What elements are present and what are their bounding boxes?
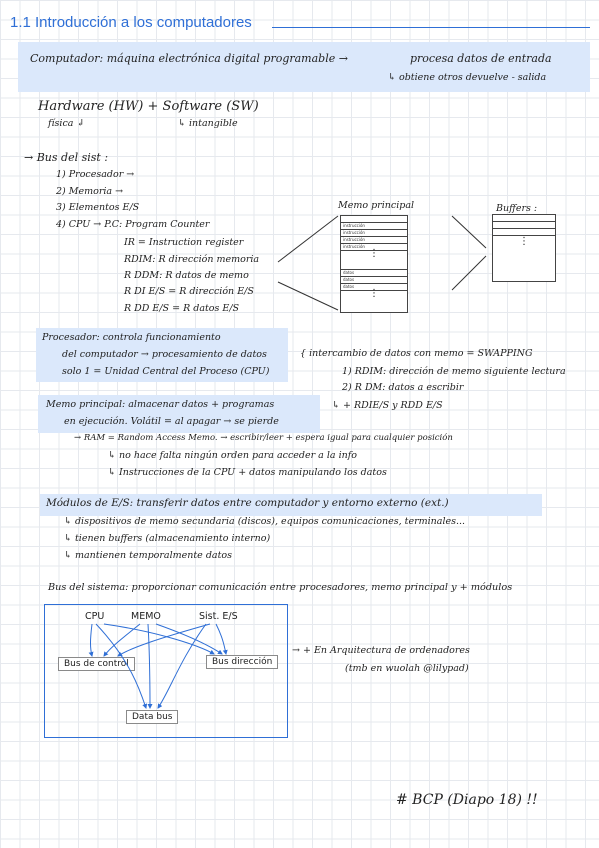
memo-principal-highlight (38, 395, 320, 433)
procesador-highlight (36, 328, 288, 382)
memo-table: instrucción instrucción instrucción inst… (340, 215, 408, 313)
intercambio-item: 2) R DM: datos a escribir (342, 382, 464, 393)
procesador-line2: del computador → procesamiento de datos (62, 349, 267, 360)
memo-row: instrucción (343, 223, 365, 228)
ram-sub-2: ↳ Instrucciones de la CPU + datos manipu… (108, 467, 387, 478)
bus-title: → Bus del sist : (24, 151, 109, 164)
register-rddes: R DD E/S = R datos E/S (124, 303, 240, 314)
cpu-label: CPU (85, 611, 105, 622)
data-bus-box: Data bus (126, 710, 179, 724)
bus-item-1: 1) Procesador → (56, 169, 135, 180)
bus-item-2: 2) Memoria → (56, 186, 124, 197)
procesador-line3: solo 1 = Unidad Central del Proceso (CPU… (62, 366, 270, 377)
memo-row: datos (343, 270, 355, 275)
sw-intangible: ↳ intangible (178, 118, 238, 129)
memo-label: MEMO (131, 611, 161, 622)
intercambio-title: { intercambio de datos con memo = SWAPPI… (300, 348, 533, 359)
memo-ellipsis: ⋮ (369, 288, 379, 299)
memo-principal-line2: en ejecución. Volátil = al apagar → se p… (64, 416, 279, 427)
title-underline (272, 27, 590, 28)
bus-item-3: 3) Elementos E/S (56, 202, 140, 213)
register-ir: IR = Instruction register (124, 237, 244, 248)
memo-principal-label: Memo principal (338, 200, 415, 211)
buffer-table: ⋮ (492, 214, 556, 282)
memo-row: instrucción (343, 244, 365, 249)
bus-sistema-text: Bus del sistema: proporcionar comunicaci… (48, 582, 513, 593)
buffers-label: Buffers : (496, 203, 538, 214)
definition-highlight (18, 42, 590, 92)
intercambio-item: ↳ + RDIE/S y RDD E/S (332, 400, 443, 411)
buffer-ellipsis: ⋮ (519, 236, 529, 247)
bus-diagram-frame (44, 604, 288, 738)
memo-ellipsis: ⋮ (369, 248, 379, 259)
bus-item-4: 4) CPU → P.C: Program Counter (56, 219, 210, 230)
definition-line2: ↳ obtiene otros devuelve - salida (388, 72, 547, 83)
modulos-item: ↳ tienen buffers (almacenamiento interno… (64, 533, 271, 544)
memo-row: instrucción (343, 237, 365, 242)
memo-row: datos (343, 277, 355, 282)
modulos-item: ↳ mantienen temporalmente datos (64, 550, 232, 561)
register-rdim: RDIM: R dirección memoria (124, 254, 260, 265)
definition-label: Computador: máquina electrónica digital … (30, 52, 348, 65)
hw-sw-line: Hardware (HW) + Software (SW) (38, 99, 259, 114)
bus-note-2: (tmb en wuolah @lilypad) (345, 663, 469, 674)
modulos-title: Módulos de E/S: transferir datos entre c… (46, 497, 449, 509)
ram-line: → RAM = Random Access Memo. → escribir/l… (74, 433, 453, 443)
register-rdies: R DI E/S = R dirección E/S (124, 286, 254, 297)
bus-note-1: → + En Arquitectura de ordenadores (292, 645, 470, 656)
modulos-highlight (40, 494, 542, 516)
hw-fisico: física ↲ (48, 118, 85, 129)
register-rddm: R DDM: R datos de memo (124, 270, 249, 281)
modulos-item: ↳ dispositivos de memo secundaria (disco… (64, 516, 466, 527)
bus-direccion-box: Bus dirección (206, 655, 279, 669)
definition-line1: procesa datos de entrada (410, 52, 552, 65)
memo-row: datos (343, 284, 355, 289)
footer-note: # BCP (Diapo 18) !! (396, 792, 538, 808)
bus-control-box: Bus de control (58, 657, 135, 671)
ram-sub-1: ↳ no hace falta ningún orden para accede… (108, 450, 357, 461)
memo-row: instrucción (343, 230, 365, 235)
procesador-line1: Procesador: controla funcionamiento (42, 332, 221, 343)
page-title: 1.1 Introducción a los computadores (10, 14, 252, 31)
intercambio-item: 1) RDIM: dirección de memo siguiente lec… (342, 366, 566, 377)
sist-es-label: Sist. E/S (199, 611, 238, 622)
memo-principal-line1: Memo principal: almacenar datos + progra… (46, 399, 275, 410)
